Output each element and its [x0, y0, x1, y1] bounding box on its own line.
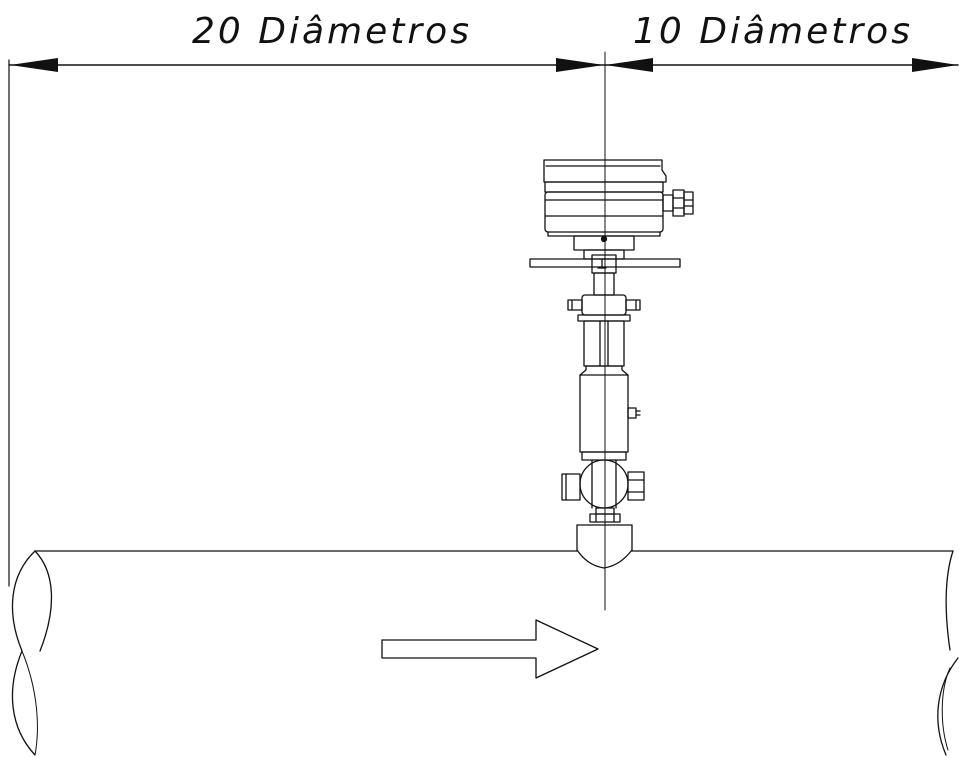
- cable-gland: [662, 189, 694, 217]
- alignment-bar: [529, 249, 681, 274]
- arrowhead-center-left: [556, 58, 604, 72]
- weld-saddle: [576, 524, 633, 569]
- stem-upper: [593, 272, 615, 296]
- flow-direction-arrow-icon: [381, 619, 599, 679]
- insertion-flow-meter: [529, 159, 694, 569]
- probe-body: [579, 365, 641, 461]
- upstream-dimension-label: 20 Diâmetros: [192, 11, 472, 52]
- arrowhead-center-right: [605, 58, 653, 72]
- arrowhead-right: [912, 58, 958, 72]
- probe-tube: [583, 320, 625, 367]
- downstream-dimension-label: 10 Diâmetros: [633, 11, 913, 52]
- compression-fitting: [567, 294, 641, 322]
- ball-valve: [561, 459, 645, 509]
- pipe: [11, 550, 959, 756]
- dimension-line: [8, 58, 959, 587]
- pipe-nipple: [589, 507, 621, 523]
- arrowhead-left: [10, 58, 58, 72]
- transmitter-housing: [543, 159, 667, 251]
